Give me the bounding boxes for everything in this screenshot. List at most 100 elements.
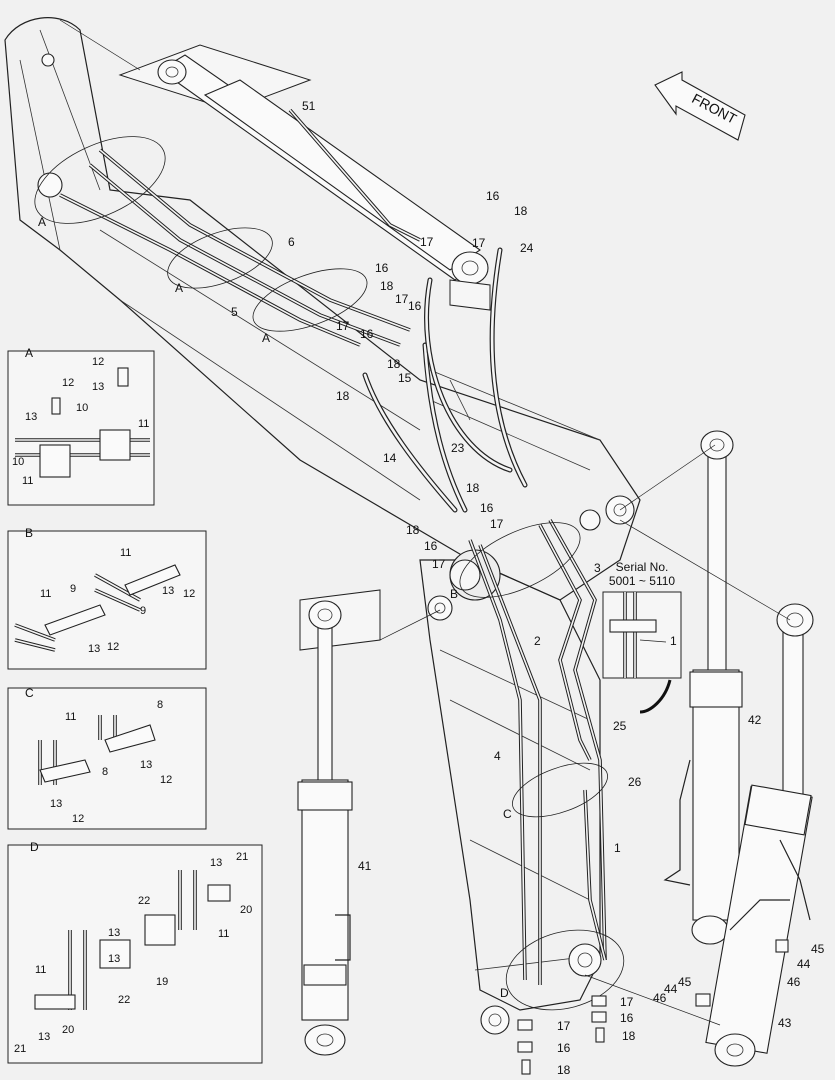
- detail-d-title: D: [30, 840, 39, 854]
- svg-text:12: 12: [62, 377, 74, 389]
- svg-text:46: 46: [787, 975, 801, 989]
- svg-text:45: 45: [811, 942, 825, 956]
- svg-text:19: 19: [156, 976, 168, 988]
- cylinder-43: [705, 603, 814, 1067]
- hoses: [362, 247, 528, 513]
- svg-text:18: 18: [406, 523, 420, 537]
- svg-text:16: 16: [486, 189, 500, 203]
- svg-text:2: 2: [534, 634, 541, 648]
- svg-text:25: 25: [613, 719, 627, 733]
- serial-range: 5001 ~ 5110: [609, 574, 676, 588]
- svg-text:22: 22: [138, 895, 150, 907]
- svg-text:3: 3: [594, 561, 601, 575]
- svg-text:11: 11: [65, 711, 76, 723]
- svg-text:17: 17: [620, 995, 634, 1009]
- svg-text:24: 24: [520, 241, 534, 255]
- svg-text:12: 12: [183, 588, 195, 600]
- svg-text:11: 11: [40, 588, 51, 600]
- svg-text:4: 4: [494, 749, 501, 763]
- svg-text:12: 12: [92, 356, 104, 368]
- reference-lines: [59, 19, 791, 1026]
- svg-text:6: 6: [288, 235, 295, 249]
- svg-text:11: 11: [138, 418, 149, 430]
- svg-text:13: 13: [25, 411, 37, 423]
- svg-text:13: 13: [210, 857, 222, 869]
- detail-b-title: B: [25, 526, 33, 540]
- svg-text:18: 18: [557, 1063, 571, 1077]
- svg-text:44: 44: [797, 957, 811, 971]
- svg-text:12: 12: [160, 774, 172, 786]
- svg-text:17: 17: [490, 517, 504, 531]
- svg-text:11: 11: [218, 928, 229, 940]
- arm-fittings: [517, 939, 789, 1075]
- svg-text:46: 46: [653, 991, 667, 1005]
- svg-text:13: 13: [38, 1031, 50, 1043]
- svg-text:8: 8: [102, 766, 108, 778]
- svg-text:45: 45: [678, 975, 692, 989]
- svg-text:17: 17: [472, 236, 486, 250]
- svg-text:B: B: [450, 587, 458, 601]
- svg-text:16: 16: [424, 539, 438, 553]
- svg-text:20: 20: [62, 1024, 74, 1036]
- svg-text:12: 12: [72, 813, 84, 825]
- detail-d: D 13 21 20 22 13 11 13 19 11 22 21 13 20: [7, 840, 263, 1064]
- svg-text:10: 10: [76, 402, 88, 414]
- svg-text:D: D: [500, 986, 509, 1000]
- cylinder-42: [663, 430, 743, 945]
- svg-text:23: 23: [451, 441, 465, 455]
- svg-text:22: 22: [118, 994, 130, 1006]
- svg-text:12: 12: [107, 641, 119, 653]
- svg-text:A: A: [262, 331, 270, 345]
- main-callouts: 51 16 18 17 24 17 16 18 6 A 17 16 A 5 A …: [38, 99, 825, 1077]
- detail-a-title: A: [25, 346, 33, 360]
- svg-text:17: 17: [336, 319, 350, 333]
- svg-text:17: 17: [557, 1019, 571, 1033]
- svg-text:1: 1: [614, 841, 621, 855]
- svg-text:18: 18: [380, 279, 394, 293]
- svg-text:42: 42: [748, 713, 762, 727]
- svg-text:11: 11: [35, 964, 46, 976]
- svg-text:16: 16: [408, 299, 422, 313]
- svg-text:17: 17: [420, 235, 434, 249]
- svg-text:51: 51: [302, 99, 316, 113]
- detail-c: C 11 8 8 13 12 13 12: [7, 686, 207, 830]
- svg-text:16: 16: [480, 501, 494, 515]
- svg-text:16: 16: [557, 1041, 571, 1055]
- serial-callout: 1: [670, 634, 677, 648]
- serial-title: Serial No.: [616, 560, 669, 574]
- svg-text:17: 17: [395, 292, 409, 306]
- cylinder-41: [297, 589, 381, 1056]
- svg-text:13: 13: [108, 953, 120, 965]
- svg-text:A: A: [38, 215, 46, 229]
- detail-b: B 11 9 13 12 11 9 13 12: [7, 526, 207, 670]
- svg-text:21: 21: [14, 1043, 26, 1055]
- svg-text:11: 11: [22, 475, 33, 487]
- svg-text:16: 16: [620, 1011, 634, 1025]
- svg-text:18: 18: [387, 357, 401, 371]
- svg-text:13: 13: [88, 643, 100, 655]
- boom-pipes: [59, 108, 421, 347]
- svg-text:10: 10: [12, 456, 24, 468]
- svg-text:15: 15: [398, 371, 412, 385]
- svg-text:9: 9: [140, 605, 146, 617]
- svg-text:13: 13: [50, 798, 62, 810]
- detail-ellipses: [34, 136, 625, 1011]
- svg-text:11: 11: [120, 547, 131, 559]
- svg-text:18: 18: [466, 481, 480, 495]
- boom-structure: [4, 17, 641, 601]
- detail-a: A 12 12 13 13 10 11 10 11: [7, 346, 155, 506]
- arm-pipes: [468, 519, 607, 985]
- svg-text:21: 21: [236, 851, 248, 863]
- svg-text:13: 13: [92, 381, 104, 393]
- svg-text:26: 26: [628, 775, 642, 789]
- svg-text:14: 14: [383, 451, 397, 465]
- svg-text:18: 18: [336, 389, 350, 403]
- svg-text:44: 44: [664, 982, 678, 996]
- svg-text:9: 9: [70, 583, 76, 595]
- serial-inset: Serial No. 5001 ~ 5110 1: [602, 560, 682, 714]
- svg-text:13: 13: [140, 759, 152, 771]
- svg-text:13: 13: [162, 585, 174, 597]
- svg-text:43: 43: [778, 1016, 792, 1030]
- svg-text:18: 18: [622, 1029, 636, 1043]
